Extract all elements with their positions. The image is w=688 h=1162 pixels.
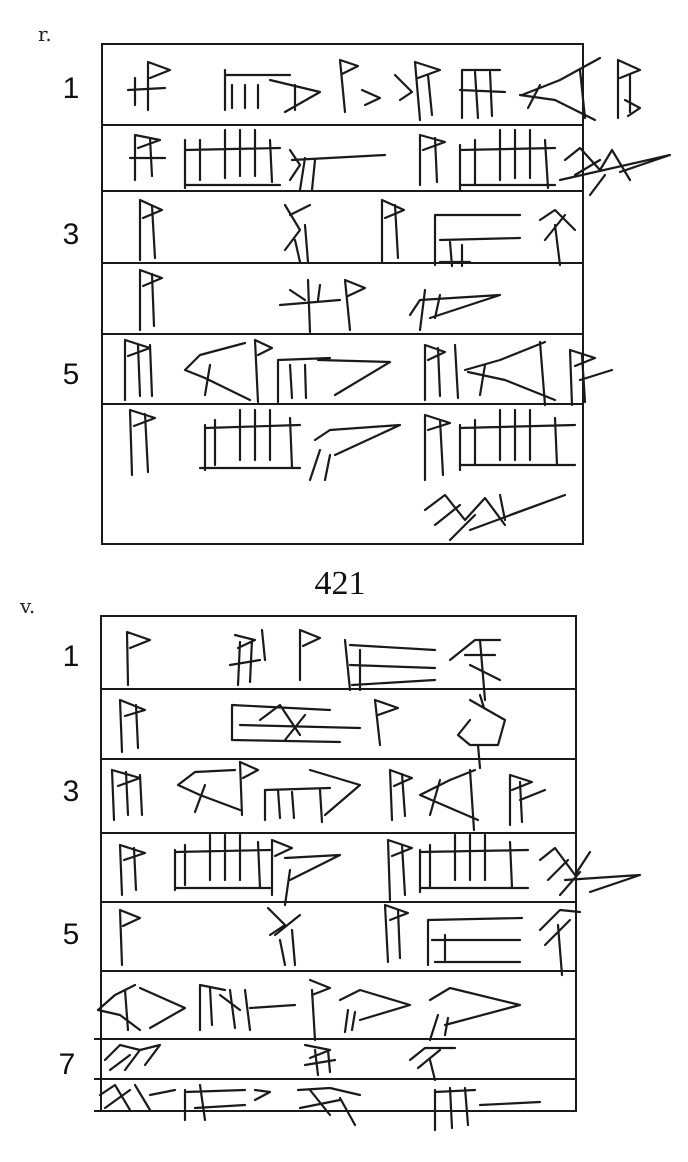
reverse-line-number-3: 3 — [62, 775, 80, 808]
plate-number: 421 — [314, 565, 366, 602]
reverse-tablet-panel — [100, 615, 577, 1110]
obverse-cuneiform-signs — [123, 56, 672, 542]
reverse-line-number-7: 7 — [58, 1048, 76, 1081]
reverse-line-divider — [100, 901, 577, 903]
obverse-line-divider — [101, 190, 584, 192]
reverse-bottom-edge — [94, 1110, 577, 1112]
reverse-line-divider — [94, 1078, 577, 1080]
reverse-line-divider — [100, 758, 577, 760]
obverse-tablet-panel — [101, 43, 584, 545]
obverse-line-number-5: 5 — [62, 358, 80, 391]
obverse-line-divider — [101, 333, 584, 335]
reverse-line-divider — [100, 688, 577, 690]
reverse-side-label: v. — [20, 594, 36, 618]
obverse-line-divider — [101, 124, 584, 126]
obverse-line-divider — [101, 262, 584, 264]
reverse-line-divider — [94, 1038, 577, 1040]
obverse-line-number-1: 1 — [62, 72, 80, 105]
reverse-line-divider — [100, 832, 577, 834]
obverse-line-number-3: 3 — [62, 218, 80, 251]
reverse-line-divider — [100, 970, 577, 972]
reverse-line-number-5: 5 — [62, 918, 80, 951]
obverse-line-divider — [101, 403, 584, 405]
obverse-side-label: r. — [38, 22, 52, 46]
reverse-line-number-1: 1 — [62, 640, 80, 673]
